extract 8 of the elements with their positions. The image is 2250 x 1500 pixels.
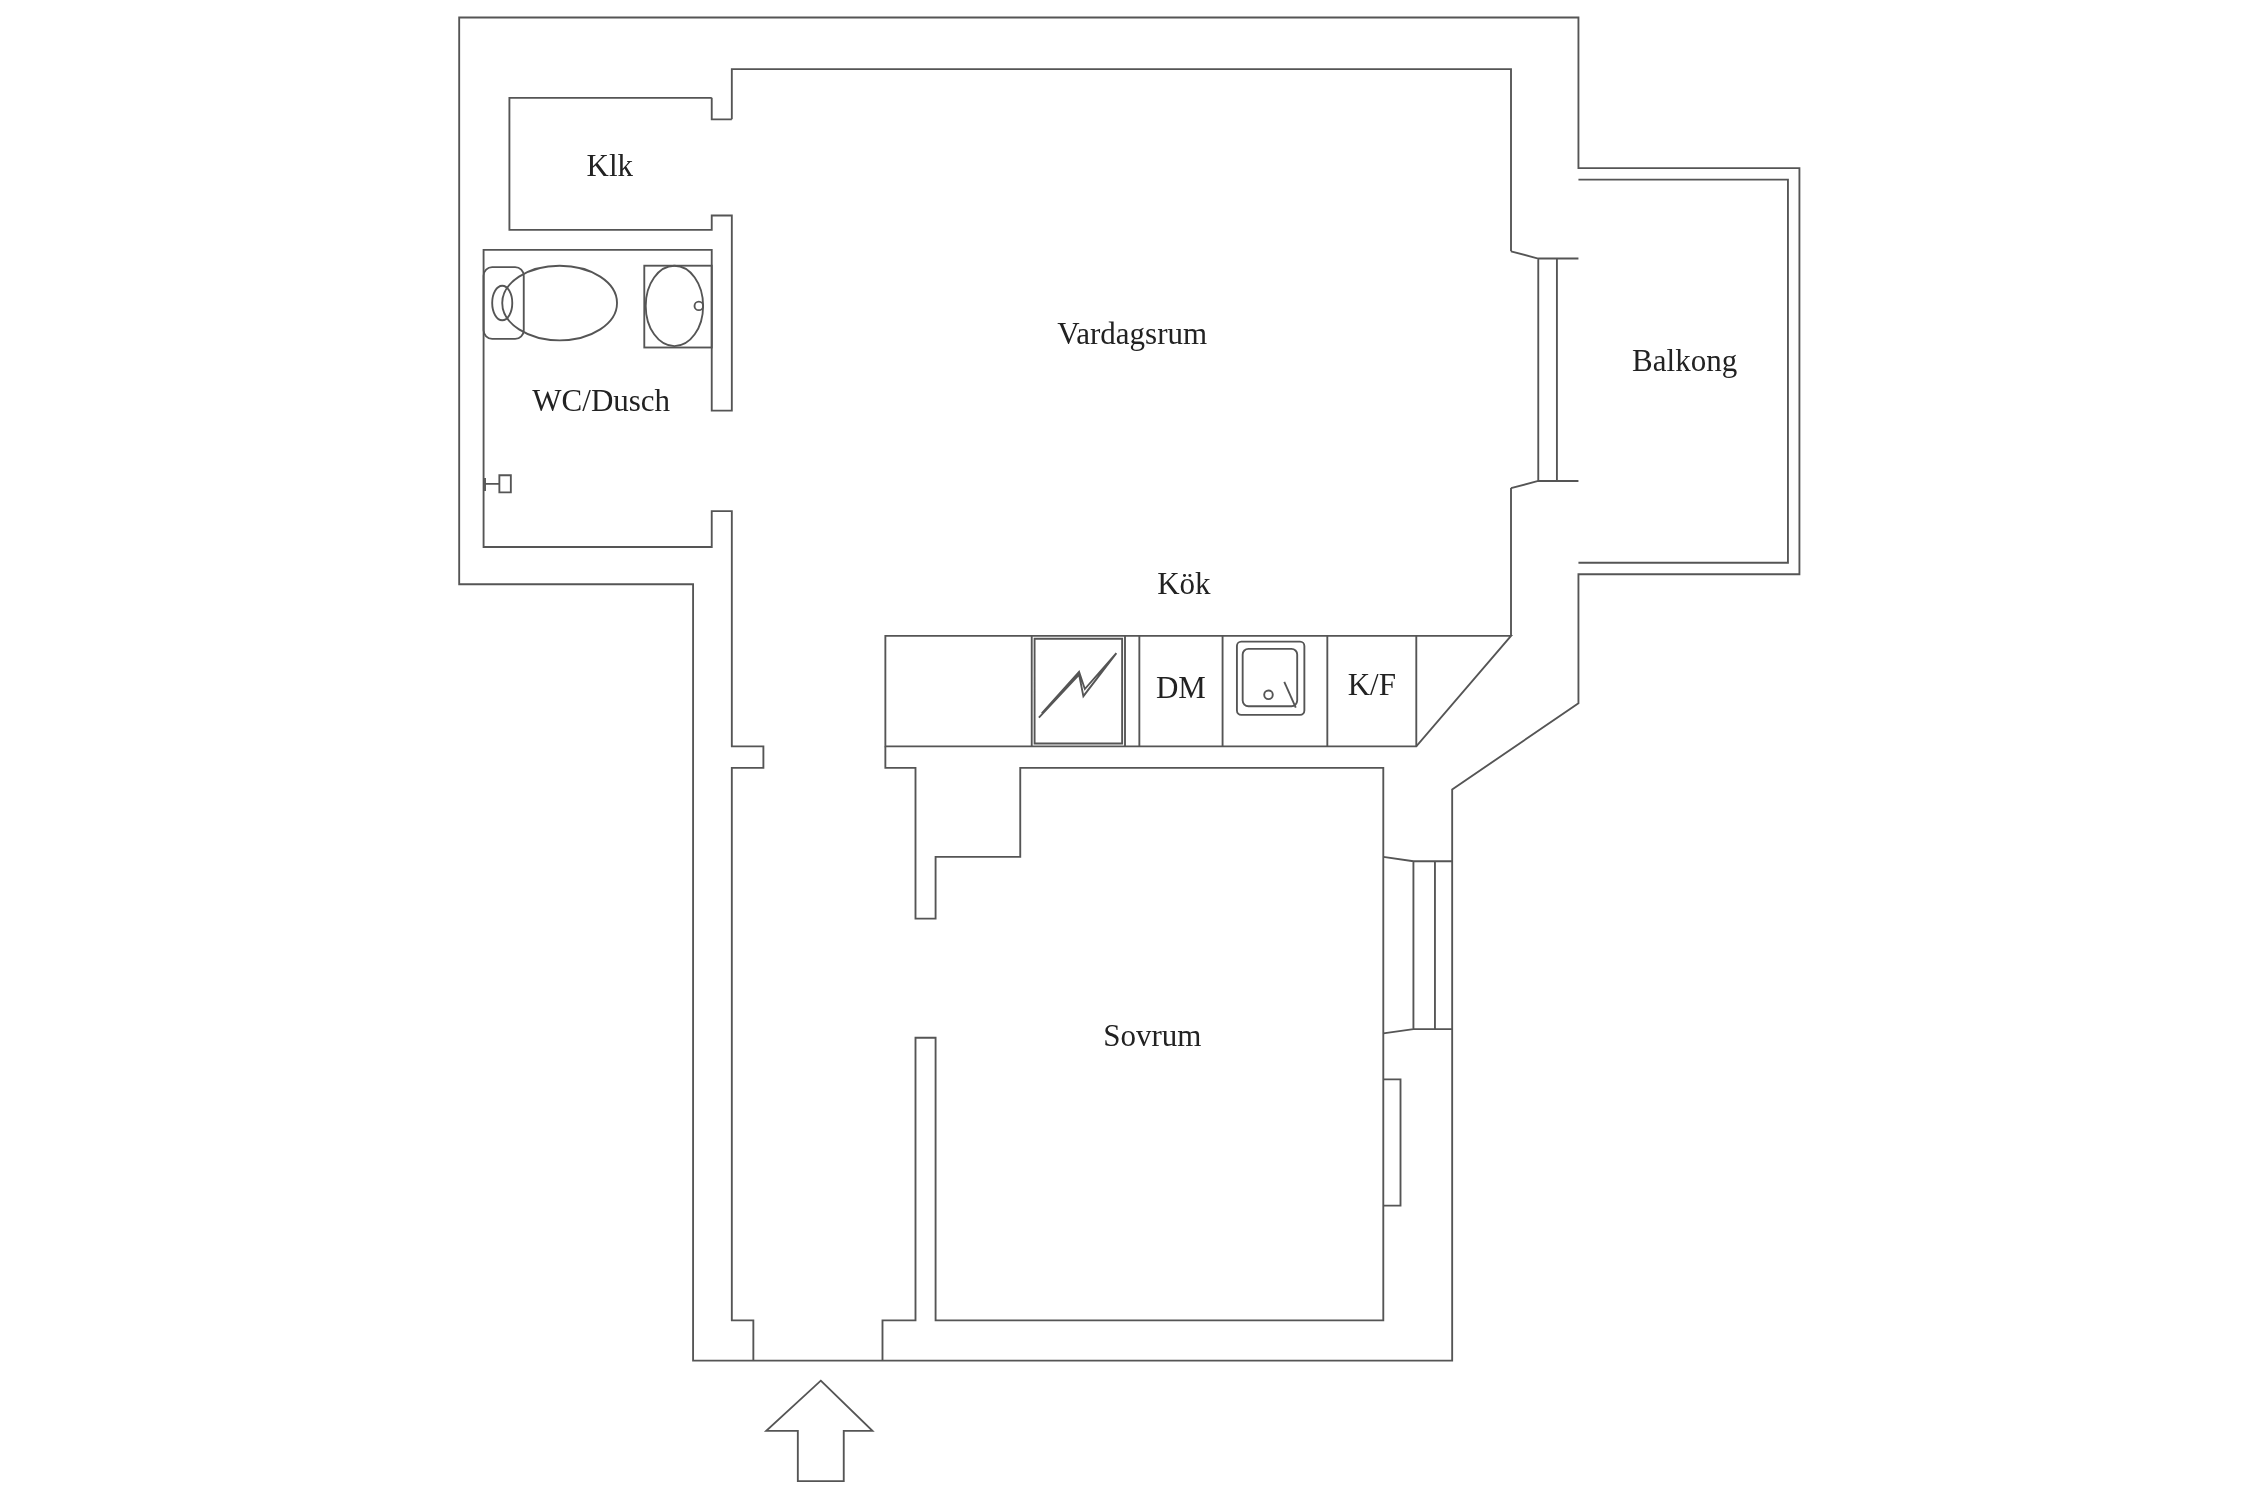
room-label: WC/Dusch [532, 384, 671, 416]
room-label: K/F [1347, 668, 1396, 700]
room-label: DM [1156, 671, 1206, 703]
room-label: Balkong [1632, 344, 1738, 376]
room-label: Sovrum [1103, 1019, 1202, 1051]
room-label: Vardagsrum [1057, 317, 1208, 349]
room-label: Klk [586, 149, 634, 181]
room-label: Kök [1157, 567, 1211, 599]
